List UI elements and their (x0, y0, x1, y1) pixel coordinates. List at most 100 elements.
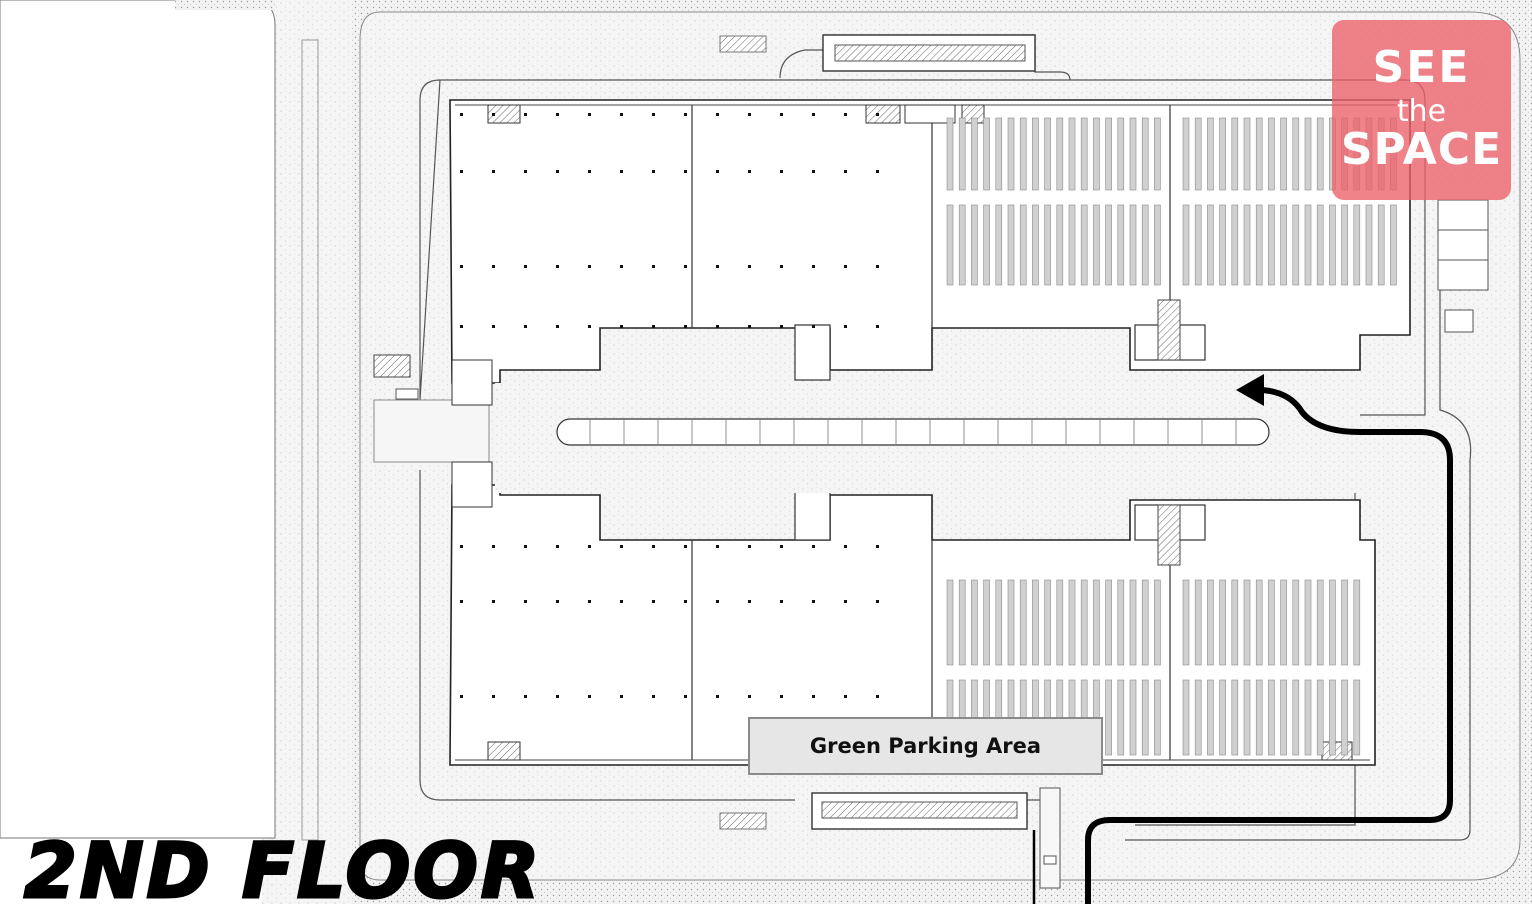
stall-row (1194, 579, 1202, 666)
stall-row (1056, 579, 1064, 666)
stall-row (1080, 117, 1088, 191)
stall-row (1019, 579, 1027, 666)
stall-row (1231, 679, 1239, 756)
stall-row (1231, 117, 1239, 191)
stall-row (946, 117, 954, 191)
stall-row (1292, 117, 1300, 191)
stall-row (946, 579, 954, 666)
stall-row (1105, 204, 1112, 286)
column (812, 545, 815, 548)
column (652, 695, 655, 698)
column (556, 600, 559, 603)
stall-row (983, 204, 990, 286)
column (588, 600, 591, 603)
stall-row (1182, 204, 1190, 286)
stall-row (1280, 679, 1287, 756)
stall-row (995, 579, 1003, 666)
column (524, 325, 527, 328)
stall-row (1316, 579, 1324, 666)
stall-row (1329, 679, 1336, 756)
column (716, 265, 719, 268)
stall-row (1219, 204, 1226, 286)
floor-title: 2ND FLOOR (22, 825, 543, 916)
column (588, 325, 591, 328)
column (492, 113, 495, 116)
central-courtyard (495, 383, 1360, 493)
column (748, 265, 751, 268)
stall-row (1341, 204, 1348, 286)
stall-row (1243, 679, 1251, 756)
stall-row (983, 579, 990, 666)
column (492, 545, 495, 548)
column (780, 265, 783, 268)
column (876, 265, 879, 268)
north-building (449, 99, 1411, 406)
column (716, 113, 719, 116)
column (460, 695, 463, 698)
column (716, 600, 719, 603)
column (588, 695, 591, 698)
column (844, 695, 847, 698)
stall-row (1329, 204, 1336, 286)
stall-row (1207, 679, 1214, 756)
stall-row (1044, 117, 1051, 191)
column (588, 113, 591, 116)
column (652, 545, 655, 548)
stall-row (1243, 117, 1251, 191)
column (524, 695, 527, 698)
column (844, 265, 847, 268)
stall-row (1316, 679, 1324, 756)
see-the-space-logo: SEE the SPACE (1332, 20, 1511, 200)
column (844, 170, 847, 173)
column (556, 545, 559, 548)
stall-row (958, 117, 966, 191)
west-entry (373, 354, 490, 463)
column (684, 545, 687, 548)
stall-row (1141, 579, 1149, 666)
column (524, 113, 527, 116)
stall-row (1377, 204, 1385, 286)
stall-row (1341, 679, 1348, 756)
column (812, 325, 815, 328)
stall-row (1353, 579, 1361, 666)
column (652, 600, 655, 603)
stall-row (1117, 204, 1125, 286)
column (780, 600, 783, 603)
column (780, 695, 783, 698)
column (652, 265, 655, 268)
stall-row (971, 579, 978, 666)
column (492, 325, 495, 328)
column (556, 695, 559, 698)
stall-row (1292, 204, 1300, 286)
column (748, 113, 751, 116)
stall-row (1194, 679, 1202, 756)
column (748, 325, 751, 328)
stall-row (1154, 679, 1161, 756)
stall-row (1390, 204, 1397, 286)
stall-row (1129, 579, 1137, 666)
column (748, 545, 751, 548)
column (684, 695, 687, 698)
column (652, 113, 655, 116)
column (876, 545, 879, 548)
stall-row (1194, 204, 1202, 286)
stall-row (1280, 204, 1287, 286)
column (716, 325, 719, 328)
column (876, 113, 879, 116)
stall-row (1044, 579, 1051, 666)
column (844, 325, 847, 328)
column (684, 170, 687, 173)
route-arrow (1032, 374, 1453, 904)
column (588, 170, 591, 173)
column (716, 695, 719, 698)
stall-row (1304, 117, 1312, 191)
parking-stalls-north (946, 117, 1397, 286)
stall-row (1255, 204, 1263, 286)
column (812, 695, 815, 698)
column (492, 170, 495, 173)
stall-row (1007, 579, 1015, 666)
stall-row (1268, 579, 1275, 666)
column (716, 170, 719, 173)
column (492, 265, 495, 268)
courtyard-island-dividers (589, 420, 1237, 444)
